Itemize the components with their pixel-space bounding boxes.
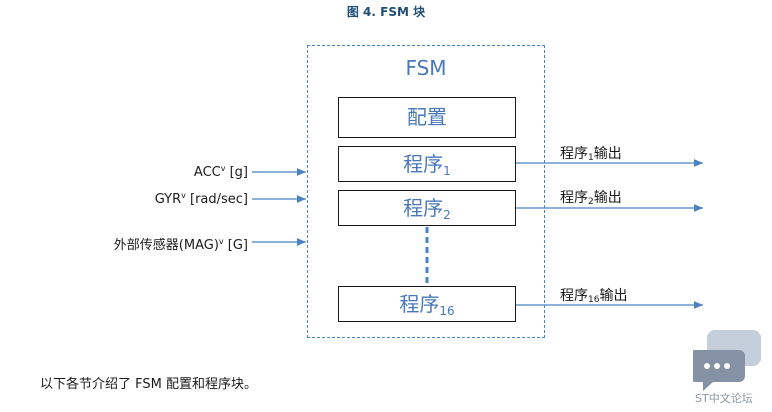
program-16-sub: 16 bbox=[439, 304, 455, 318]
watermark-text: ST中文论坛 bbox=[695, 392, 753, 405]
fsm-label: FSM bbox=[405, 56, 447, 80]
program-1-box: 程序1 bbox=[338, 146, 516, 182]
program-2-box: 程序2 bbox=[338, 190, 516, 226]
figure-title: 图 4. FSM 块 bbox=[346, 5, 426, 19]
program-16-box: 程序16 bbox=[338, 286, 516, 322]
chat-bubble-icon bbox=[693, 330, 761, 391]
program-1-label: 程序 bbox=[403, 152, 444, 176]
input-label-mag: 外部传感器(MAG)v [G] bbox=[113, 237, 248, 253]
output-label-16: 程序16输出 bbox=[560, 288, 628, 305]
fsm-block-outline bbox=[307, 45, 545, 338]
input-label-gyr: GYRv [rad/sec] bbox=[154, 191, 248, 207]
program-2-label: 程序 bbox=[403, 196, 444, 220]
config-box: 配置 bbox=[338, 97, 516, 138]
input-label-acc: ACCv [g] bbox=[193, 164, 248, 180]
footer-paragraph: 以下各节介绍了 FSM 配置和程序块。 bbox=[40, 377, 257, 392]
program-16-label: 程序 bbox=[399, 292, 440, 316]
output-label-1: 程序1输出 bbox=[560, 146, 622, 163]
program-1-sub: 1 bbox=[443, 164, 451, 178]
output-label-2: 程序2输出 bbox=[560, 190, 622, 207]
program-2-sub: 2 bbox=[443, 208, 451, 222]
